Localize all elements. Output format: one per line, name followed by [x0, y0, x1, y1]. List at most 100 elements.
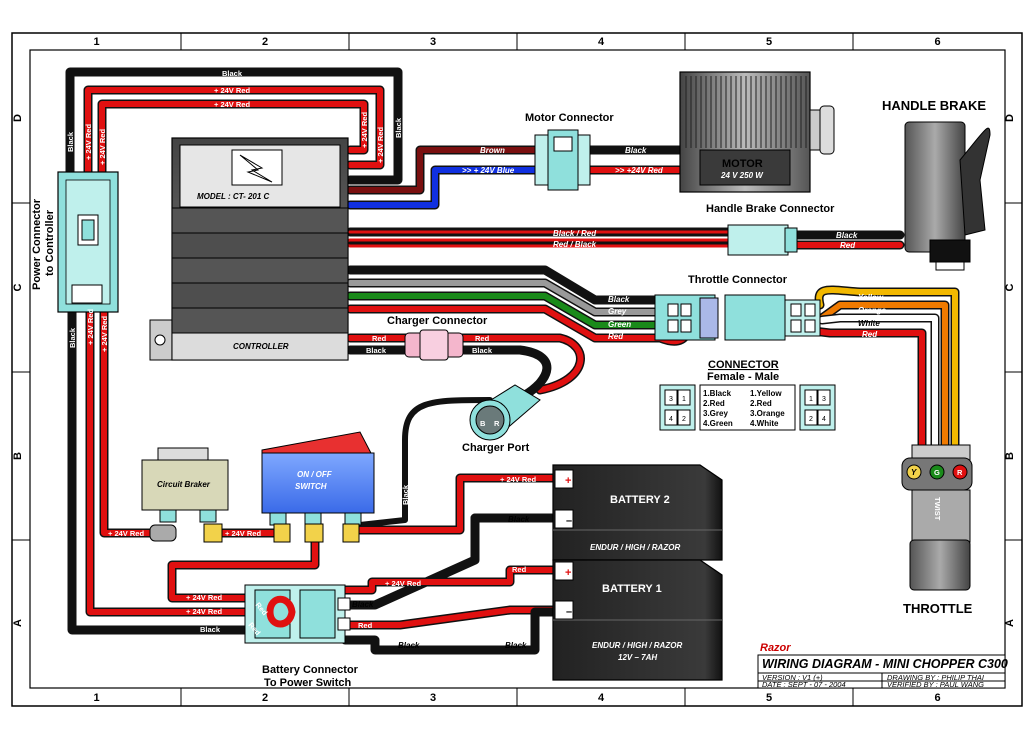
- wire-label-throttle-red-male: Red: [862, 330, 878, 339]
- throttle-grip: [901, 444, 973, 591]
- legend-pin-left: 1: [682, 396, 686, 403]
- label-battery1-brand: ENDUR / HIGH / RAZOR: [592, 641, 682, 650]
- throttle-connector-male: [724, 294, 821, 341]
- wire-label-red-bat1-top: Red: [512, 565, 527, 574]
- label-charger-r: R: [494, 419, 500, 428]
- date-text: DATE : SEPT - 07 - 2004: [762, 680, 846, 689]
- power-connector: [57, 171, 119, 313]
- controller: [149, 137, 349, 361]
- grid-row-right-B: B: [1004, 452, 1016, 460]
- wire-label-red-top2: + 24V Red: [214, 100, 250, 109]
- wire-label-red-down2: + 24V Red: [100, 316, 109, 352]
- wire-label-red-conn-b: Red: [358, 621, 373, 630]
- wire-label-charger-black-left: Black: [366, 346, 387, 355]
- wire-label-red-bat1: + 24V Red: [385, 579, 421, 588]
- wire-label-orange: Orange: [858, 306, 887, 315]
- wire-label-brake-black: Black: [836, 231, 858, 240]
- wire-label-charger-black-right: Black: [472, 346, 493, 355]
- label-throttle: THROTTLE: [903, 601, 973, 616]
- label-onoff-1: ON / OFF: [297, 470, 333, 479]
- label-battery1-spec: 12V – 7AH: [618, 653, 657, 662]
- label-battery-2: BATTERY 2: [610, 494, 670, 506]
- title-block: [757, 654, 1006, 689]
- wire-label-black-bat1-a: Black: [398, 641, 420, 650]
- wire-label-red-bat2: + 24V Red: [500, 475, 536, 484]
- grid-col-bottom-1: 1: [93, 692, 99, 704]
- wire-label-brown: Brown: [480, 146, 505, 155]
- wire-label-throttle-green: Green: [608, 320, 631, 329]
- wire-label-throttle-grey: Grey: [608, 307, 627, 316]
- wire-label-throttle-red: Red: [608, 332, 624, 341]
- label-motor-connector: Motor Connector: [525, 112, 614, 124]
- wire-label-throttle-black: Black: [608, 295, 630, 304]
- legend-pin-left: 2: [682, 416, 686, 423]
- diagram-title: WIRING DIAGRAM - MINI CHOPPER C300: [762, 657, 1008, 671]
- label-battery-connector-1: Battery Connector: [262, 664, 359, 676]
- grid-col-bottom-2: 2: [262, 692, 268, 704]
- outer-frame: [11, 32, 1023, 707]
- wire-label-charger-red-left: Red: [372, 334, 387, 343]
- grid-row-left-A: A: [12, 619, 24, 627]
- label-power-connector-2: to Controller: [44, 209, 56, 276]
- wire-label-blue: >> + 24V Blue: [462, 166, 515, 175]
- wire-label-red-conn1: + 24V Red: [186, 593, 222, 602]
- connector-legend: [659, 384, 836, 431]
- grid-col-top-6: 6: [934, 36, 940, 48]
- label-handle-brake-connector: Handle Brake Connector: [706, 203, 835, 215]
- motor-connector: [534, 129, 591, 191]
- version-text: VERSION : V1 (+): [762, 673, 823, 682]
- grid-col-bottom-5: 5: [766, 692, 772, 704]
- battery1-plus-icon: +: [565, 567, 571, 579]
- legend-pin-right: 3: [822, 396, 826, 403]
- label-battery-connector-2: To Power Switch: [264, 677, 351, 689]
- wire-label-red-switch: + 24V Red: [225, 529, 261, 538]
- legend-title: CONNECTOR: [708, 359, 779, 371]
- grid-col-bottom-3: 3: [430, 692, 436, 704]
- wire-label-black-red: Black / Red: [553, 229, 597, 238]
- battery-connector: [244, 584, 351, 644]
- grid-col-top-2: 2: [262, 36, 268, 48]
- wire-label-red-left1: + 24V Red: [84, 124, 93, 160]
- wire-label-red-breaker: + 24V Red: [108, 529, 144, 538]
- wire-label-black-bat1-b: Black: [505, 641, 527, 650]
- wire-label-red-top1: + 24V Red: [214, 86, 250, 95]
- motor: [679, 71, 835, 193]
- wire-label-red-down1: + 24V Red: [86, 309, 95, 345]
- wire-label-black-down: Black: [68, 327, 77, 348]
- battery-1: [552, 559, 723, 681]
- wire-label-charger-red-right: Red: [475, 334, 490, 343]
- grid-col-top-3: 3: [430, 36, 436, 48]
- grid-row-left-B: B: [12, 452, 24, 460]
- wire-label-black-conn: Black: [200, 625, 221, 634]
- wire-label-red-right1: + 24V Red: [360, 112, 369, 148]
- grid-row-right-A: A: [1004, 619, 1016, 627]
- throttle-r-icon: R: [957, 468, 963, 477]
- handle-brake-connector: [727, 224, 798, 256]
- wire-label-black-conn-b: Black: [352, 600, 374, 609]
- legend-female-pin-1: 1.Black: [703, 389, 732, 398]
- drawing-by-text: DRAWING BY : PHILIP THAI: [887, 673, 984, 682]
- label-charger-connector: Charger Connector: [387, 315, 488, 327]
- wire-label-brake-red: Red: [840, 241, 856, 250]
- grid-col-top-1: 1: [93, 36, 99, 48]
- wire-label-black-motor: Black: [625, 146, 647, 155]
- wire-label-black-top: Black: [222, 69, 243, 78]
- legend-male-pin-4: 4.White: [750, 419, 779, 428]
- grid-col-bottom-6: 6: [934, 692, 940, 704]
- label-power-connector-1: Power Connector: [31, 198, 43, 290]
- razor-logo: Razor: [760, 642, 791, 654]
- legend-female-pin-2: 2.Red: [703, 399, 725, 408]
- wire-label-white: White: [858, 319, 880, 328]
- label-battery-1: BATTERY 1: [602, 583, 662, 595]
- grid-col-bottom-4: 4: [598, 692, 605, 704]
- label-motor-spec: 24 V 250 W: [720, 171, 764, 180]
- label-controller-model: MODEL : CT- 201 C: [197, 192, 270, 201]
- grid-row-left-D: D: [12, 114, 24, 122]
- grid-col-top-5: 5: [766, 36, 772, 48]
- legend-pin-right: 1: [809, 396, 813, 403]
- label-battery2-brand: ENDUR / HIGH / RAZOR: [590, 543, 680, 552]
- legend-subtitle: Female - Male: [707, 371, 779, 383]
- label-onoff-2: SWITCH: [295, 482, 327, 491]
